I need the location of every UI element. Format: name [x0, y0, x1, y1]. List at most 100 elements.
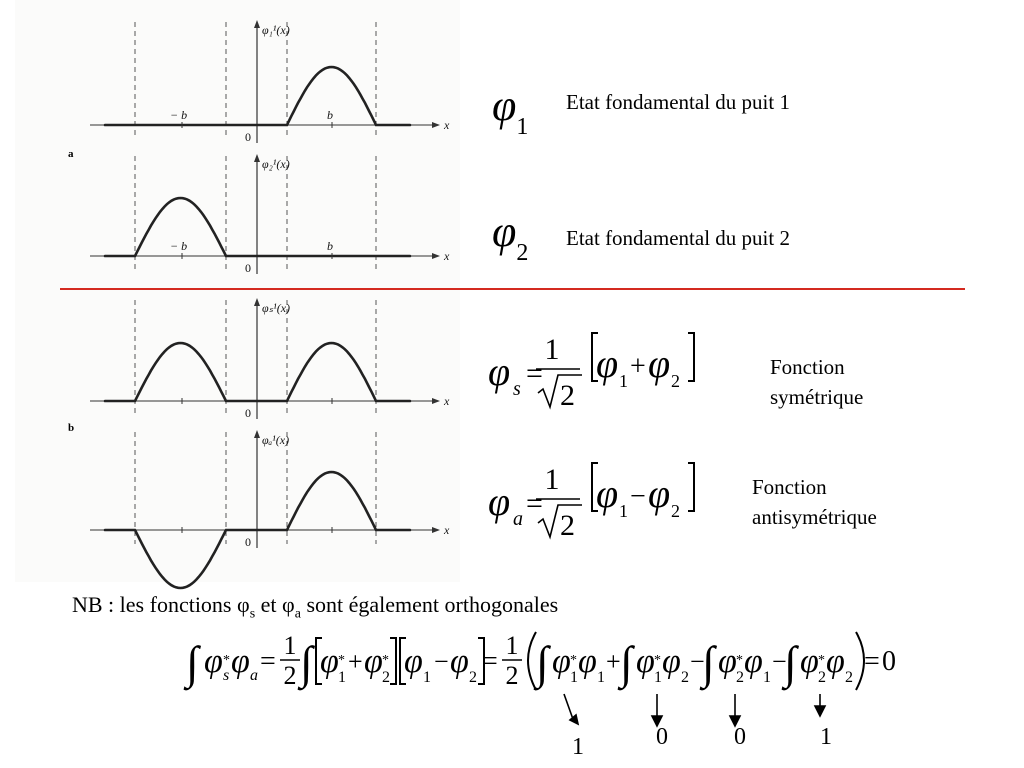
t1-phi-b: φ [578, 643, 597, 680]
arrow-head-2 [650, 715, 664, 728]
phi1-index: 1 [516, 114, 529, 140]
fraction-denominator: 2 [560, 379, 575, 412]
x-axis-arrow-4 [432, 527, 440, 533]
left-bracket [591, 332, 598, 382]
antisymmetric-formula: φ a = 1 2 φ 1 − φ 2 [488, 462, 695, 542]
phi-a-factor: φ [231, 643, 250, 680]
minus-1: − [434, 647, 449, 676]
y-axis-label-4: φₐ¹(x) [262, 433, 289, 447]
t4-phi-b: φ [826, 643, 845, 680]
antisymmetric-description: Fonction antisymétrique [752, 472, 877, 532]
arrow-head-4 [813, 705, 827, 718]
t1-idx-a: 1 [570, 669, 578, 686]
integral-t2: ∫ [617, 637, 635, 691]
y-axis-arrow-2 [254, 154, 260, 162]
symmetric-desc-line1: Fonction [770, 355, 845, 379]
equals-1: = [260, 646, 276, 677]
right-bracket [688, 462, 695, 512]
t2-idx-a: 1 [654, 669, 662, 686]
equation-result: 0 [882, 646, 896, 677]
symmetric-description: Fonction symétrique [770, 352, 863, 412]
arrow-head-1 [568, 713, 580, 726]
arrow-value-3: 0 [734, 724, 746, 750]
phi2-conj: φ [364, 643, 383, 680]
minus-3: − [772, 647, 787, 676]
phi2-term: φ [648, 471, 670, 516]
tick-label-neg-b-2: − b [170, 239, 187, 253]
equals-sign: = [526, 487, 543, 520]
phi1-term-index: 1 [619, 371, 628, 391]
bracket-open-2 [399, 637, 406, 685]
figure-background [15, 0, 460, 582]
x-axis-arrow-1 [432, 122, 440, 128]
state-phi1: φ1 [492, 80, 528, 140]
integral-sign-2: ∫ [297, 637, 315, 691]
phi2-description: Etat fondamental du puit 2 [566, 226, 790, 250]
t1-phi-a: φ [552, 643, 571, 680]
equals-3: = [864, 646, 880, 677]
equals-sign: = [526, 357, 543, 390]
orthogonality-note: NB : les fonctions φs et φa sont égaleme… [72, 592, 558, 622]
phi2-index: 2 [516, 240, 529, 266]
phi2-term-index: 2 [671, 371, 680, 391]
x-axis-label-4: x [443, 523, 450, 537]
phi2-term-index: 2 [671, 501, 680, 521]
wavefunction-curve-4 [103, 470, 412, 590]
plus-1: + [348, 647, 363, 676]
wavefunction-curve-2 [103, 196, 412, 258]
phi1-conj: φ [320, 643, 339, 680]
t4-idx-b: 2 [845, 669, 853, 686]
state-phi2: φ2 [492, 206, 528, 266]
integral-sign: ∫ [183, 637, 201, 691]
origin-label-3: 0 [245, 406, 251, 420]
right-bracket [688, 332, 695, 382]
phi2-conj-index: 2 [382, 669, 390, 686]
phi1-symbol: φ [492, 81, 517, 130]
panel-label-a: a [68, 148, 74, 160]
orthogonality-equation: ∫ φ * s φ a = 1 2 ∫ φ * 1 + φ * 2 φ 1 − … [183, 631, 896, 760]
phi2-term: φ [648, 341, 670, 386]
y-axis-arrow-1 [254, 20, 260, 28]
tick-label-b-2: b [327, 239, 333, 253]
phi-a-factor-sub: a [250, 667, 258, 684]
phi-s-factor: φ [204, 643, 223, 680]
arrow-head-3 [728, 715, 742, 728]
bracket-open-1 [315, 637, 322, 685]
phi-s-subscript: s [513, 378, 521, 400]
phi2-plain: φ [450, 643, 469, 680]
origin-label-2: 0 [245, 261, 251, 275]
y-axis-arrow-3 [254, 298, 260, 306]
tick-label-neg-b-1: − b [170, 108, 187, 122]
x-axis-label-1: x [443, 118, 450, 132]
bracket-close-1 [390, 637, 397, 685]
t3-phi-b: φ [744, 643, 763, 680]
phi2-plain-index: 2 [469, 669, 477, 686]
fraction-numerator: 1 [545, 333, 560, 366]
phi1-term-index: 1 [619, 501, 628, 521]
phi-s-symbol: φ [488, 349, 510, 394]
half2-denominator: 2 [506, 661, 519, 690]
t3-idx-a: 2 [736, 669, 744, 686]
conjugate-star: * [818, 653, 825, 668]
note-mid: et φ [255, 592, 295, 617]
half-denominator: 2 [284, 661, 297, 690]
fraction-denominator: 2 [560, 509, 575, 542]
wavefunction-curve-1 [103, 65, 412, 127]
symmetric-formula: φ s = 1 2 φ 1 + φ 2 [488, 332, 695, 412]
note-suffix: sont également orthogonales [300, 592, 559, 617]
integral-t4: ∫ [781, 637, 799, 691]
y-axis-arrow-4 [254, 430, 260, 438]
sqrt-sign [537, 374, 582, 410]
t2-phi-b: φ [662, 643, 681, 680]
antisymmetric-desc-line2: antisymétrique [752, 505, 877, 529]
tick-label-b-1: b [327, 108, 333, 122]
wavefunction-curve-3 [103, 341, 412, 403]
conjugate-star: * [654, 653, 661, 668]
conjugate-star: * [382, 653, 389, 668]
symmetric-desc-line2: symétrique [770, 385, 864, 409]
plus-operator: + [630, 351, 646, 382]
integral-t3: ∫ [699, 637, 717, 691]
integral-t1: ∫ [533, 637, 551, 691]
phi-a-subscript: a [513, 508, 523, 530]
